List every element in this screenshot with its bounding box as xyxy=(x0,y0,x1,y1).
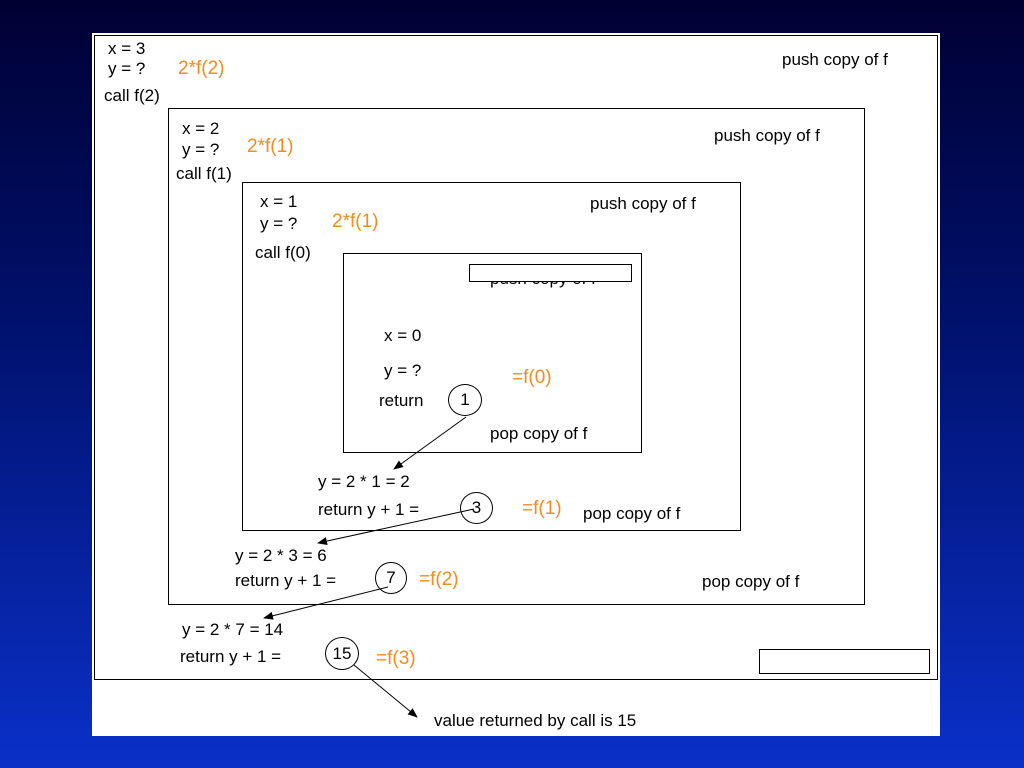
arrow-f0-to-f1 xyxy=(393,416,467,470)
frame-f1-pop: pop copy of f xyxy=(583,504,681,523)
frame-f1-result-note: =f(1) xyxy=(522,498,562,519)
frame-f2-result-circle: 7 xyxy=(375,562,407,594)
final-result-label: value returned by call is 15 xyxy=(434,711,637,730)
frame-f1-y-note: 2*f(1) xyxy=(332,211,379,232)
frame-f3 xyxy=(94,35,938,680)
frame-f3-y: y = ? xyxy=(108,59,146,78)
frame-f2-x: x = 2 xyxy=(182,119,220,138)
frame-f1-push: push copy of f xyxy=(590,194,696,213)
frame-f2-result-note: =f(2) xyxy=(419,569,459,590)
return-arrows xyxy=(263,416,475,718)
arrow-f2-to-f3 xyxy=(263,586,389,620)
frame-f3-x: x = 3 xyxy=(108,39,146,58)
frame-f3-push: push copy of f xyxy=(782,50,888,69)
arrow-f1-to-f2 xyxy=(317,508,475,545)
frame-f2-after-return: return y + 1 = xyxy=(235,571,337,590)
frame-f0-return: return xyxy=(379,391,424,410)
frame-f0-x: x = 0 xyxy=(384,326,422,345)
frame-f3-after-y: y = 2 * 7 = 14 xyxy=(182,620,284,639)
frame-f1 xyxy=(242,182,741,531)
frame-f0-pop: pop copy of f xyxy=(490,424,588,443)
frame-f2-call: call f(1) xyxy=(176,164,232,183)
frame-f1-after-return: return y + 1 = xyxy=(318,500,420,519)
frame-f2-after-y: y = 2 * 3 = 6 xyxy=(235,546,327,565)
frame-f1-call: call f(0) xyxy=(255,243,311,262)
frame-f3-after-return: return y + 1 = xyxy=(180,647,282,666)
frame-f3-result-circle: 15 xyxy=(325,637,359,670)
frame-f0-result-note: =f(0) xyxy=(512,367,552,388)
frame-f1-y: y = ? xyxy=(260,214,298,233)
frame-f1-x: x = 1 xyxy=(260,192,298,211)
frame-f0-push-mask xyxy=(469,264,632,282)
frame-f3-y-note: 2*f(2) xyxy=(178,58,225,79)
frame-f2-push: push copy of f xyxy=(714,126,820,145)
arrow-f3-to-final xyxy=(353,664,418,718)
frame-f0 xyxy=(343,253,642,453)
frame-f0-result-circle: 1 xyxy=(448,384,482,416)
slide-canvas: x = 3 y = ? 2*f(2) call f(2) push copy o… xyxy=(92,33,940,736)
frame-f2-pop: pop copy of f xyxy=(702,572,800,591)
frame-f2-y: y = ? xyxy=(182,140,220,159)
frame-f3-call: call f(2) xyxy=(104,86,160,105)
frame-f0-y: y = ? xyxy=(384,361,422,380)
frame-f1-result-circle: 3 xyxy=(460,492,493,524)
frame-f3-pop-mask xyxy=(759,649,930,674)
frame-f3-result-note: =f(3) xyxy=(376,648,416,669)
frame-f2 xyxy=(168,108,865,605)
frame-f1-after-y: y = 2 * 1 = 2 xyxy=(318,472,410,491)
frame-f2-y-note: 2*f(1) xyxy=(247,136,294,157)
